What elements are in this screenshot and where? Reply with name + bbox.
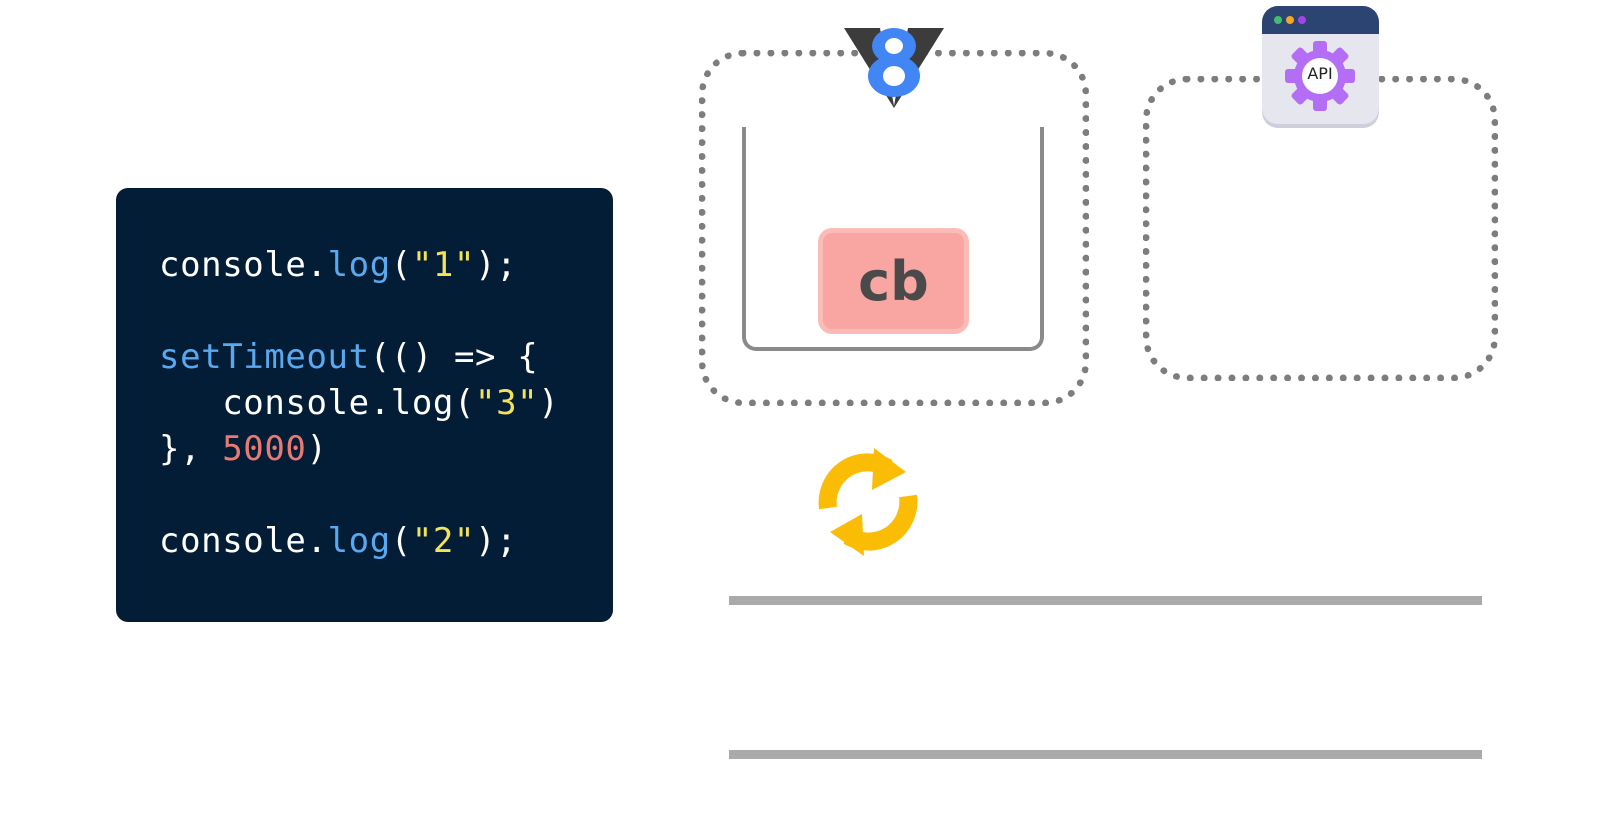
task-queue-line-top	[729, 596, 1482, 605]
code-line: console.log("3")	[159, 380, 559, 426]
code-line: console.log("1");	[159, 242, 559, 288]
call-stack	[742, 127, 1044, 351]
code-token: "2"	[411, 521, 476, 561]
code-panel: console.log("1");setTimeout(() => { cons…	[116, 188, 613, 622]
code-token: },	[159, 429, 223, 469]
code-token: console.	[159, 521, 328, 561]
code-line: console.log("2");	[159, 518, 559, 564]
api-label: API	[1307, 64, 1333, 83]
code-token: "1"	[411, 245, 476, 285]
code-token: )	[306, 429, 328, 469]
code-token: 5000	[222, 429, 307, 469]
api-gear-icon	[1285, 41, 1355, 111]
code-token: console.log(	[159, 383, 476, 423]
code-token: (	[390, 521, 412, 561]
v8-logo-icon	[844, 28, 944, 108]
code-token: )	[538, 383, 560, 423]
code-token: "3"	[475, 383, 539, 423]
code-line: }, 5000)	[159, 426, 559, 472]
refresh-icon	[818, 448, 918, 556]
code-token: log	[327, 245, 391, 285]
code-token: (() => {	[369, 337, 539, 377]
code-line	[159, 472, 559, 518]
callback-frame: cb	[818, 228, 969, 334]
task-queue-line-bottom	[729, 750, 1482, 759]
code-token: );	[475, 245, 518, 285]
code-line: setTimeout(() => {	[159, 334, 559, 380]
code-token: log	[327, 521, 391, 561]
code-token: setTimeout	[159, 337, 370, 377]
code-block: console.log("1");setTimeout(() => { cons…	[159, 242, 559, 564]
api-window-icon: API	[1262, 6, 1379, 124]
code-line	[159, 288, 559, 334]
code-token: console.	[159, 245, 328, 285]
code-token: );	[475, 521, 518, 561]
code-token: (	[390, 245, 412, 285]
